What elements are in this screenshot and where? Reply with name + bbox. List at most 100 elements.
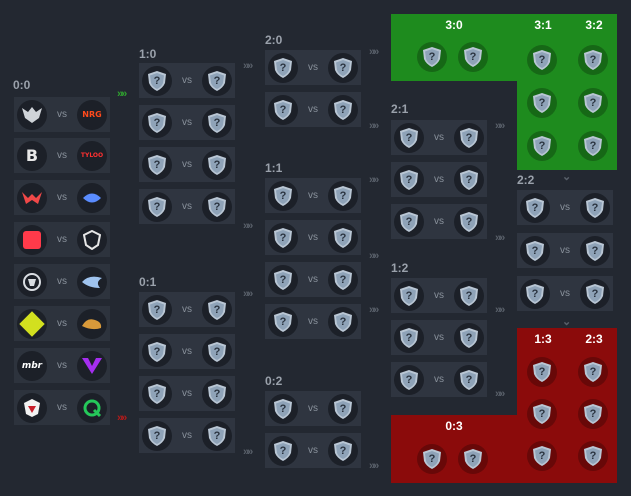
tbd-team-slot: ? [520,235,550,266]
arrow: »» [369,46,379,58]
vs-text: vs [57,234,67,245]
tbd-mark: ? [153,387,161,400]
match-tbd[interactable]: ? vs? [517,233,613,268]
match-0-0-4[interactable]: vs [14,222,110,257]
match-tbd[interactable]: ?vs? [265,391,361,426]
result-team-slot[interactable]: ? [527,45,557,75]
vs-text: vs [560,202,570,213]
tbd-mark: ? [213,303,221,316]
match-tbd[interactable]: ?vs? [139,105,235,140]
match-tbd[interactable]: ?vs? [391,204,487,239]
match-tbd[interactable]: ?vs? [265,433,361,468]
tbd-mark: ? [531,201,539,214]
tbd-team-slot: ? [268,180,298,211]
tbd-team-slot: ? [580,192,610,223]
result-team-slot[interactable]: ? [578,441,608,471]
match-tbd[interactable]: ?vs? [139,292,235,327]
result-team-slot[interactable]: ? [527,88,557,118]
shield-icon: ? [333,311,353,333]
match-tbd[interactable]: ?vs? [391,162,487,197]
match-tbd[interactable]: ?vs? [391,320,487,355]
match-0-0-5[interactable]: vs [14,264,110,299]
result-team-slot[interactable]: ? [527,131,557,161]
shield-icon: ? [525,283,545,305]
vs-text: vs [434,290,444,301]
match-tbd[interactable]: ?vs? [391,362,487,397]
tyloo-logo: TYLOO [77,140,107,171]
result-team-slot[interactable]: ? [458,444,488,474]
tbd-team-slot: ? [454,364,484,395]
match-tbd[interactable]: ?vs? [139,418,235,453]
tbd-mark: ? [279,61,287,74]
result-team-slot[interactable]: ? [527,357,557,387]
match-tbd[interactable]: ?vs? [265,262,361,297]
tbd-team-slot: ? [580,235,610,266]
match-0-0-7[interactable]: mbr vs [14,348,110,383]
match-0-0-6[interactable]: vs [14,306,110,341]
liquid-logo [77,266,107,297]
match-tbd[interactable]: ?vs? [265,178,361,213]
match-tbd[interactable]: ?vs? [265,220,361,255]
result-team-slot[interactable]: ? [578,131,608,161]
tbd-mark: ? [339,61,347,74]
match-tbd[interactable]: ?vs? [139,147,235,182]
match-tbd[interactable]: ?vs? [139,63,235,98]
match-0-0-8[interactable]: vs [14,390,110,425]
match-tbd[interactable]: ? vs? [517,190,613,225]
result-team-slot[interactable]: ? [417,42,447,72]
tbd-team-slot: ? [202,65,232,96]
tbd-mark: ? [465,289,473,302]
match-0-0-2[interactable]: B vs TYLOO [14,138,110,173]
match-tbd[interactable]: ?vs? [391,278,487,313]
match-0-0-1[interactable]: vs NRG [14,97,110,132]
vs-text: vs [57,150,67,161]
vs-text: vs [57,276,67,287]
match-tbd[interactable]: ?vs? [265,304,361,339]
tbd-mark: ? [538,450,546,462]
match-tbd[interactable]: ?vs? [139,376,235,411]
shield-icon: ? [207,70,227,92]
match-tbd[interactable]: ?vs? [265,50,361,85]
result-team-slot[interactable]: ? [417,444,447,474]
tbd-team-slot: ? [394,206,424,237]
arrow: »» [495,120,505,132]
arrow-down: ⌄ [562,171,571,183]
vs-text: vs [308,316,318,327]
tbd-team-slot: ? [454,122,484,153]
shield-icon: ? [399,169,419,191]
shield-icon: ? [459,285,479,307]
result-team-slot[interactable]: ? [527,441,557,471]
vs-text: vs [560,245,570,256]
tbd-mark: ? [279,231,287,244]
result-team-slot[interactable]: ? [527,399,557,429]
result-team-slot[interactable]: ? [458,42,488,72]
shield-icon: ? [459,327,479,349]
tbd-mark: ? [538,408,546,420]
arrow: »» [495,232,505,244]
tbd-mark: ? [465,331,473,344]
shield-icon: ? [333,269,353,291]
result-team-slot[interactable]: ? [578,45,608,75]
match-0-0-3[interactable]: vs [14,180,110,215]
arrow: »» [243,60,253,72]
match-tbd[interactable]: ?vs? [265,92,361,127]
shield-icon: ? [583,135,603,157]
tbd-team-slot: ? [328,180,358,211]
result-team-slot[interactable]: ? [578,399,608,429]
shield-icon: ? [273,227,293,249]
result-team-slot[interactable]: ? [578,357,608,387]
shield-icon: ? [333,99,353,121]
shield-icon: ? [147,154,167,176]
shield-icon: ? [585,283,605,305]
result-team-slot[interactable]: ? [578,88,608,118]
match-tbd[interactable]: ?vs? [139,334,235,369]
tbd-mark: ? [213,345,221,358]
tbd-team-slot: ? [328,393,358,424]
tbd-mark: ? [339,402,347,415]
round-label-1-0: 1:0 [139,47,157,61]
match-tbd[interactable]: ?vs? [517,276,613,311]
tbd-team-slot: ? [202,294,232,325]
tbd-mark: ? [153,116,161,129]
match-tbd[interactable]: ?vs? [391,120,487,155]
match-tbd[interactable]: ?vs? [139,189,235,224]
